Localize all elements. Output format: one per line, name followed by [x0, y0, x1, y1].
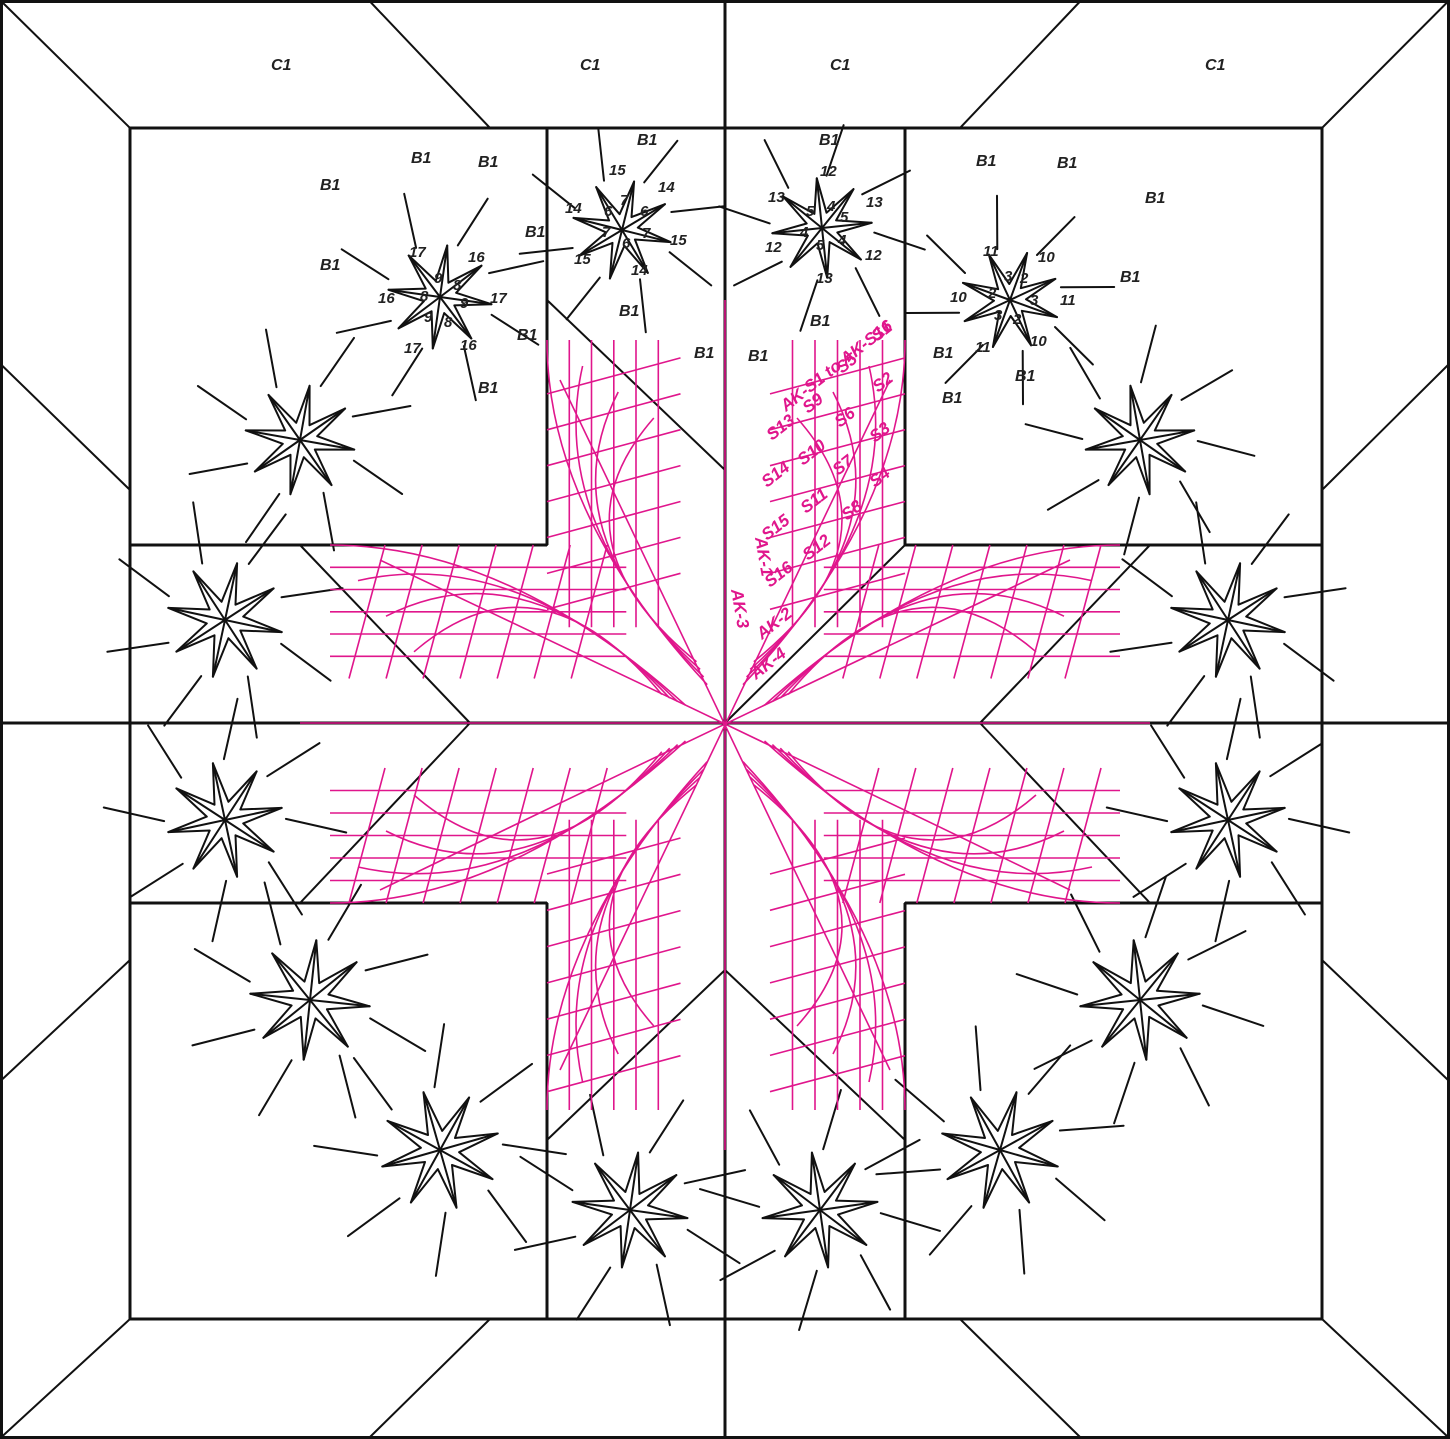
- bg-label: B1: [942, 390, 963, 407]
- piece-number: 10: [1038, 249, 1055, 266]
- piece-number: 3: [994, 307, 1003, 324]
- piece-number: 8: [444, 314, 453, 331]
- piece-number: 2: [987, 285, 997, 302]
- piece-number: 4: [837, 232, 847, 249]
- piece-number: 10: [950, 289, 967, 306]
- piece-number: 16: [460, 337, 477, 354]
- bg-label: B1: [1015, 368, 1036, 385]
- piece-number: 5: [816, 237, 825, 254]
- piece-number: 10: [1030, 333, 1047, 350]
- piece-number: 11: [975, 339, 991, 356]
- piece-number: 15: [670, 232, 687, 249]
- border-label-4: C1: [1205, 57, 1226, 74]
- piece-number: 2: [1019, 270, 1029, 287]
- piece-number: 11: [1060, 292, 1076, 309]
- piece-number: 7: [602, 224, 611, 241]
- bg-label: B1: [748, 348, 769, 365]
- piece-number: 17: [404, 340, 421, 357]
- piece-number: 12: [865, 247, 882, 264]
- bg-label: B1: [976, 153, 997, 170]
- bg-label: B1: [694, 345, 715, 362]
- piece-number: 14: [565, 200, 582, 217]
- piece-number: 9: [424, 309, 433, 326]
- piece-number: 5: [806, 203, 815, 220]
- bg-label: B1: [637, 132, 658, 149]
- piece-number: 16: [378, 290, 395, 307]
- bg-label: B1: [478, 154, 499, 171]
- border-label-1: C1: [271, 57, 292, 74]
- piece-number: 17: [409, 244, 426, 261]
- bg-label: B1: [320, 257, 341, 274]
- piece-number: 8: [453, 277, 462, 294]
- bg-label: B1: [320, 177, 341, 194]
- piece-number: 16: [468, 249, 485, 266]
- bg-label: B1: [411, 150, 432, 167]
- piece-number: 3: [1030, 292, 1039, 309]
- piece-number: 15: [609, 162, 626, 179]
- bg-label: B1: [933, 345, 954, 362]
- piece-number: 9: [460, 295, 469, 312]
- piece-number: 3: [1004, 268, 1013, 285]
- piece-number: 6: [604, 203, 613, 220]
- piece-number: 7: [642, 225, 651, 242]
- bg-label: B1: [810, 313, 831, 330]
- piece-number: 14: [658, 179, 675, 196]
- piece-number: 6: [640, 203, 649, 220]
- piece-number: 12: [820, 163, 837, 180]
- bg-label: B1: [517, 327, 538, 344]
- piece-number: 13: [768, 189, 785, 206]
- piece-number: 7: [620, 192, 629, 209]
- piece-number: 6: [622, 235, 631, 252]
- bg-label: B1: [1057, 155, 1078, 172]
- piece-number: 4: [826, 198, 836, 215]
- piece-number: 15: [574, 251, 591, 268]
- bg-label: B1: [1120, 269, 1141, 286]
- piece-number: 8: [420, 288, 429, 305]
- bg-label: B1: [619, 303, 640, 320]
- piece-number: 17: [490, 290, 507, 307]
- bg-label: B1: [525, 224, 546, 241]
- border-label-3: C1: [830, 57, 851, 74]
- piece-number: 4: [799, 224, 809, 241]
- bg-label: B1: [819, 132, 840, 149]
- piece-number: 14: [631, 262, 648, 279]
- bg-label: B1: [1145, 190, 1166, 207]
- piece-number: 11: [983, 243, 999, 260]
- piece-number: 13: [866, 194, 883, 211]
- piece-number: 12: [765, 239, 782, 256]
- border-label-2: C1: [580, 57, 601, 74]
- piece-number: 13: [816, 270, 833, 287]
- bg-label: B1: [478, 380, 499, 397]
- piece-number: 2: [1012, 311, 1022, 328]
- piece-number: 5: [840, 209, 849, 226]
- piece-number: 9: [434, 270, 443, 287]
